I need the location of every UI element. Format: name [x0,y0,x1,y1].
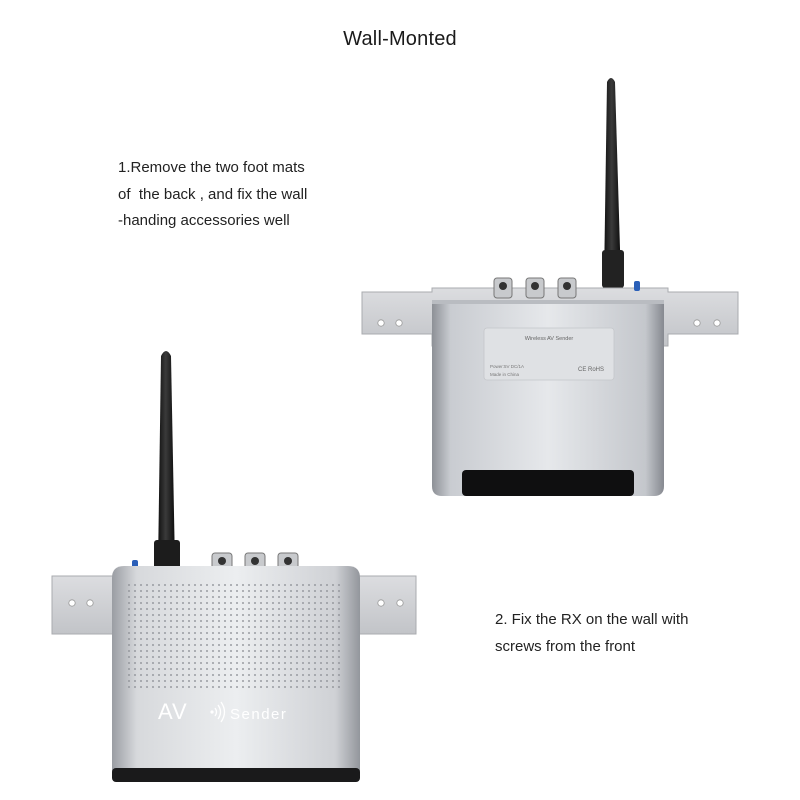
back-device: Wireless AV Sender Power:5V DC/1A Made i… [361,78,739,496]
step-2-line: screws from the front [495,637,636,655]
antenna [154,351,180,570]
svg-text:AV: AV [158,699,188,724]
wireless-waves-icon [210,701,226,723]
svg-text:Made in China: Made in China [490,372,520,377]
vent-grille [128,580,344,688]
rca-connectors [493,277,577,299]
antenna [602,78,624,288]
product-label: Wireless AV Sender Power:5V DC/1A Made i… [483,327,615,381]
svg-text:Power:5V DC/1A: Power:5V DC/1A [490,364,524,369]
step-1-line: -handing accessories well [118,212,290,229]
svg-text:Sender: Sender [230,706,287,723]
step-1-line: 1.Remove the two foot mats [118,159,305,176]
page-title: Wall-Monted [343,28,457,50]
channel-button [634,281,640,291]
svg-text:Wireless AV Sender: Wireless AV Sender [525,336,574,342]
step-2-instructions: 2. Fix the RX on the wall with screws fr… [495,607,688,660]
step-2-line: 2. Fix the RX on the wall with [495,611,689,628]
step-1-line: of the back , and fix the wall [118,185,308,203]
front-device: AV Sender [51,351,417,782]
svg-text:CE RoHS: CE RoHS [578,367,604,373]
step-1-instructions: 1.Remove the two foot mats of the back ,… [118,155,307,235]
bottom-slot [462,470,634,496]
brand-logo: AV Sender [158,699,287,724]
